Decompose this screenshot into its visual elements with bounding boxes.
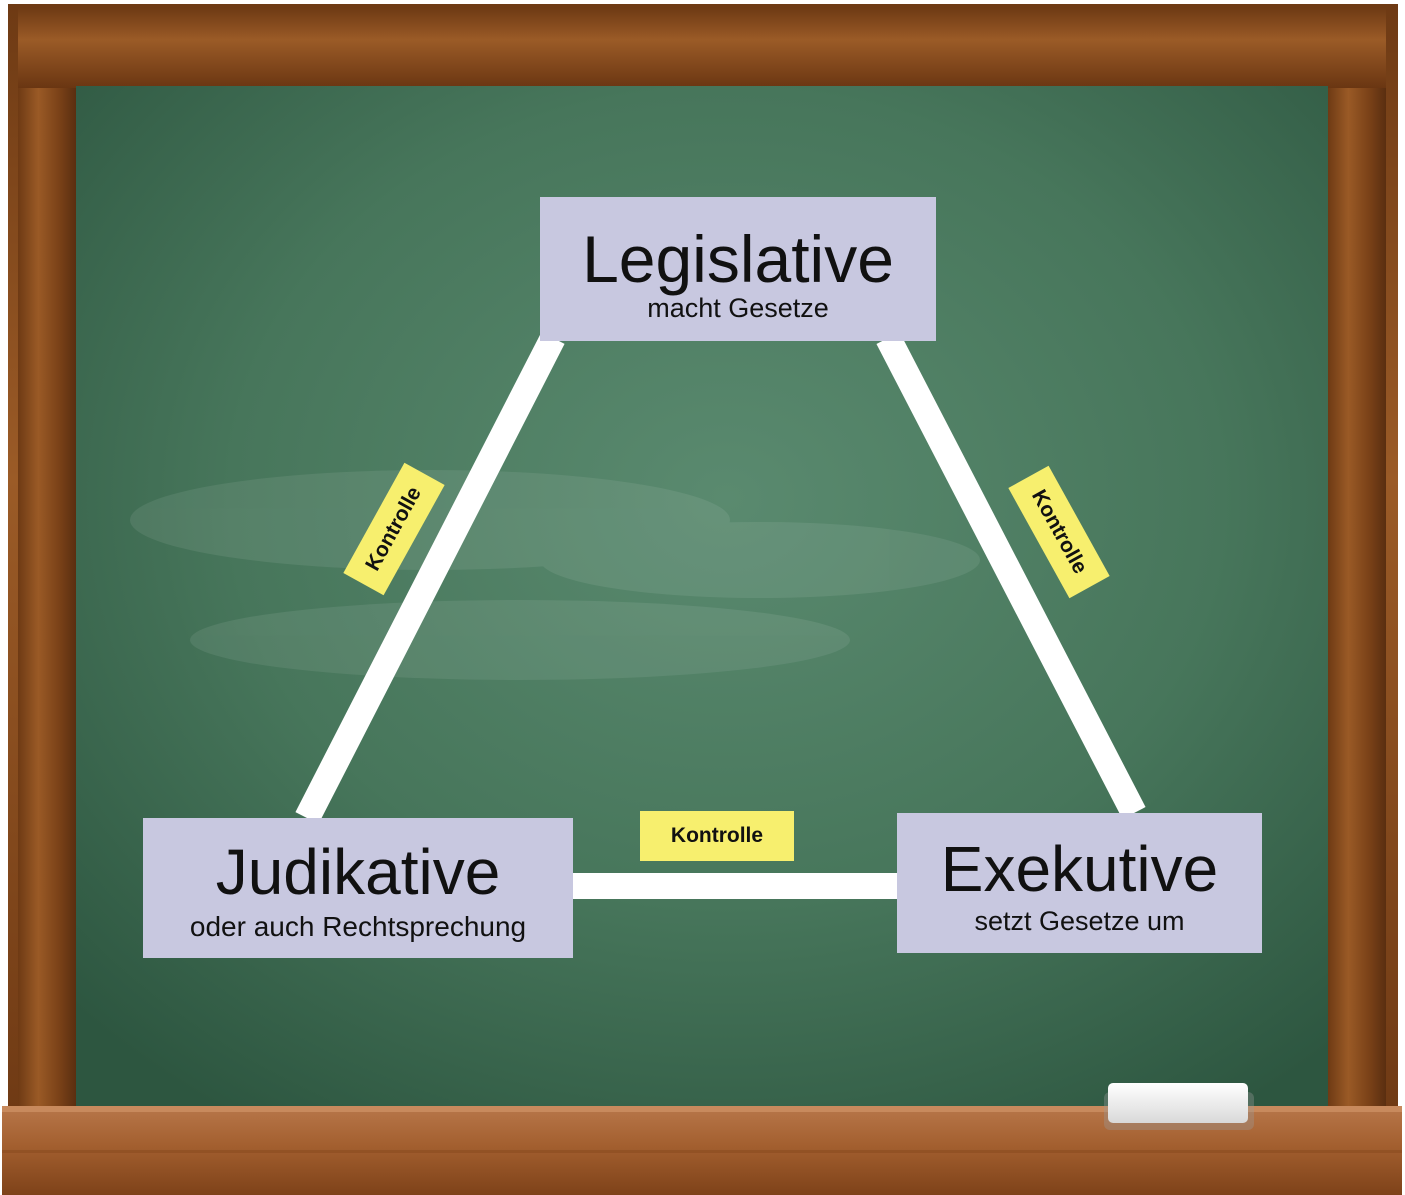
legislative-subtitle: macht Gesetze: [647, 293, 829, 324]
chalk-smudges: [130, 470, 980, 680]
line-legislative-judicative: [295, 332, 565, 824]
control-label-bottom: Kontrolle: [640, 811, 794, 861]
legislative-box: Legislative macht Gesetze: [540, 197, 936, 341]
judicative-title: Judikative: [215, 835, 501, 908]
legislative-title: Legislative: [582, 222, 894, 297]
control-lines: [295, 332, 1146, 899]
line-legislative-executive: [876, 332, 1146, 819]
executive-title: Exekutive: [940, 833, 1219, 906]
executive-subtitle: setzt Gesetze um: [974, 906, 1185, 937]
judicative-subtitle: oder auch Rechtsprechung: [189, 910, 527, 942]
judicative-box: Judikative oder auch Rechtsprechung: [143, 818, 573, 958]
chalk-piece: [1104, 1083, 1254, 1130]
chalk-ledge: [2, 1106, 1402, 1195]
executive-box: Exekutive setzt Gesetze um: [897, 813, 1262, 953]
